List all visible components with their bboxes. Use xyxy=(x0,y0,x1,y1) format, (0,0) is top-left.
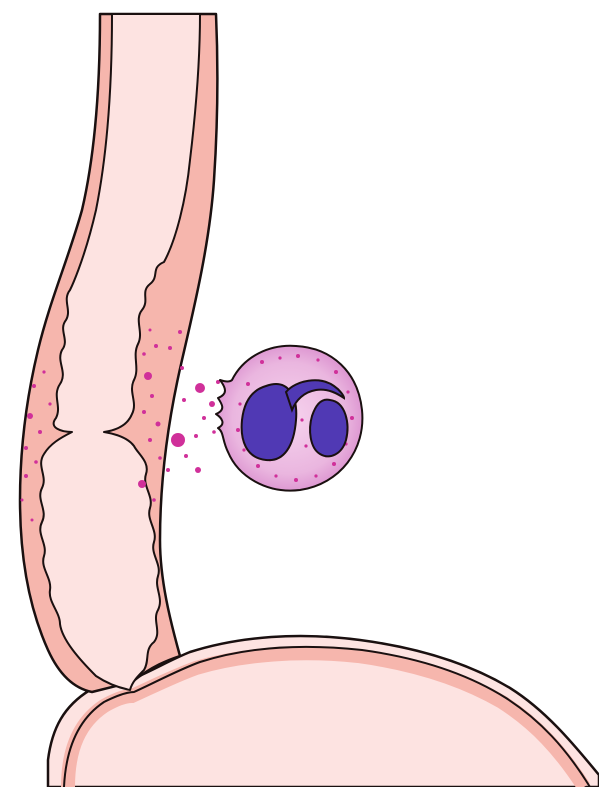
granule xyxy=(171,433,185,447)
granule xyxy=(209,401,215,407)
granule xyxy=(212,430,216,434)
granule xyxy=(316,358,319,361)
granule xyxy=(300,418,303,421)
granule xyxy=(202,416,206,420)
granule xyxy=(21,499,24,502)
granule xyxy=(242,448,245,451)
granule xyxy=(138,480,146,488)
granule xyxy=(158,456,162,460)
granule xyxy=(180,366,184,370)
granule xyxy=(195,383,205,393)
granule xyxy=(296,354,300,358)
eosinophil xyxy=(216,346,362,491)
granule xyxy=(346,390,349,393)
granule xyxy=(178,330,182,334)
granule xyxy=(142,352,146,356)
granule xyxy=(194,434,198,438)
granule xyxy=(42,370,45,373)
granule xyxy=(304,444,307,447)
granule xyxy=(27,413,33,419)
granule xyxy=(350,416,354,420)
granule xyxy=(334,370,338,374)
granule xyxy=(278,356,281,359)
granule xyxy=(168,346,172,350)
granule xyxy=(332,462,336,466)
granule xyxy=(48,402,51,405)
granule xyxy=(256,464,260,468)
granule xyxy=(154,344,158,348)
granule xyxy=(32,384,36,388)
granule xyxy=(236,428,240,432)
granule xyxy=(274,474,277,477)
granule xyxy=(150,394,154,398)
granule xyxy=(24,446,28,450)
granule xyxy=(142,410,146,414)
granule xyxy=(260,360,264,364)
granule xyxy=(314,474,317,477)
nucleus-right-lobe xyxy=(310,400,347,457)
granule xyxy=(184,454,188,458)
granule xyxy=(195,467,201,473)
granule xyxy=(31,519,34,522)
granule xyxy=(166,468,170,472)
granule xyxy=(182,398,186,402)
granule xyxy=(294,478,298,482)
granule xyxy=(152,498,156,502)
granule xyxy=(246,382,250,386)
granule xyxy=(149,329,152,332)
granule xyxy=(148,438,152,442)
granule xyxy=(34,460,38,464)
granule xyxy=(156,422,161,427)
granule xyxy=(144,372,152,380)
granule xyxy=(24,474,28,478)
granule xyxy=(238,402,241,405)
granule xyxy=(38,430,42,434)
